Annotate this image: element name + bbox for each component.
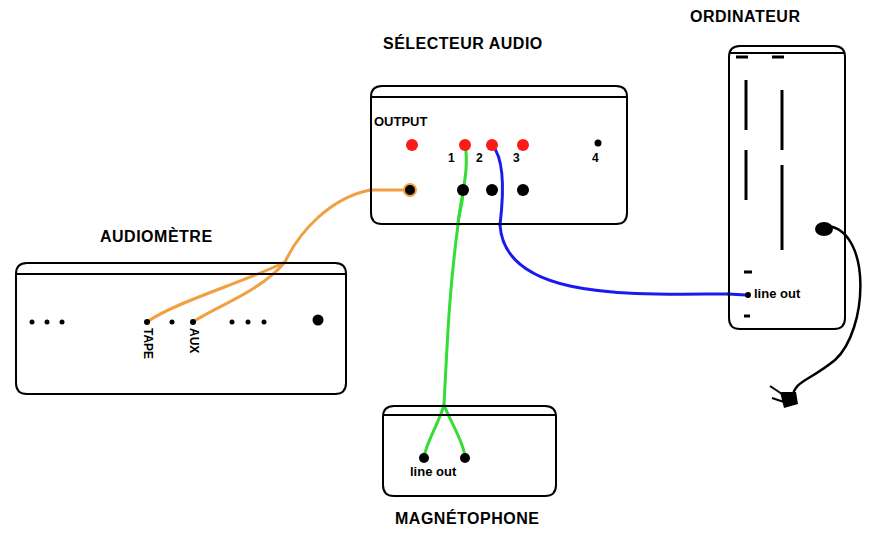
port-number: 3 [513,152,520,165]
device-title: AUDIOMÈTRE [100,228,213,246]
cable-stub [147,262,285,322]
box-outline [382,405,557,497]
box-outline [15,262,347,395]
device-title: MAGNÉTOPHONE [395,510,539,528]
cable-stub [728,294,746,295]
port-label: line out [410,465,456,479]
port-label: line out [754,287,800,301]
port-label: TAPE [141,328,154,359]
audiometer-box: AUDIOMÈTRETAPEAUX [15,262,347,395]
selector-jacks [404,139,602,196]
computer-box: ORDINATEURline out [728,45,846,330]
audio-cable [285,190,370,262]
port-number: 4 [592,152,599,165]
port-number: 2 [476,152,483,165]
port-number: 1 [448,152,455,165]
line-out-jack [745,292,751,298]
box-outline [370,85,628,225]
audio-cable [444,225,458,405]
cable-stub [424,405,444,457]
recorder-jacks [419,453,470,463]
selector-box: SÉLECTEUR AUDIOOUTPUT1234 [370,85,628,225]
device-title: SÉLECTEUR AUDIO [383,35,543,53]
recorder-box: line outMAGNÉTOPHONE [382,405,557,497]
port-label: AUX [187,328,200,353]
cable-stub [444,405,465,457]
port-label: OUTPUT [374,115,427,129]
power-cord [770,222,860,408]
cable-stub [193,262,285,322]
audiometer-jacks [30,315,324,326]
computer-details [736,57,784,316]
audio-cable [500,225,728,294]
device-title: ORDINATEUR [690,8,800,26]
